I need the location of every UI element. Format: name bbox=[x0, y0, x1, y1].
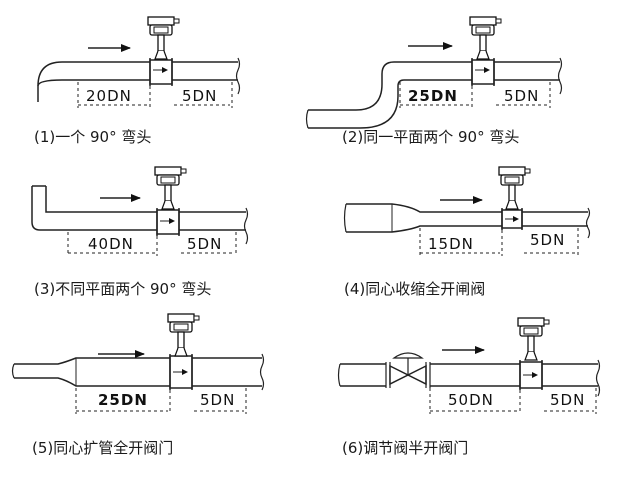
upstream-distance-label: 20DN bbox=[86, 87, 132, 105]
panel-2 bbox=[305, 16, 563, 129]
downstream-distance-label: 5DN bbox=[182, 87, 217, 105]
flowmeter-icon bbox=[498, 166, 531, 210]
caption-5: (5)同心扩管全开阀门 bbox=[32, 439, 174, 457]
flowmeter-icon bbox=[517, 317, 550, 361]
panel-5 bbox=[11, 313, 265, 414]
panel-3 bbox=[31, 166, 249, 256]
upstream-distance-label: 15DN bbox=[428, 235, 474, 253]
upstream-distance-label: 40DN bbox=[88, 235, 134, 253]
flowmeter-icon bbox=[154, 166, 187, 210]
caption-4: (4)同心收缩全开闸阀 bbox=[344, 280, 486, 298]
upstream-distance-label: 25DN bbox=[98, 391, 148, 409]
flowmeter-icon bbox=[469, 16, 502, 60]
panel-1 bbox=[37, 16, 241, 108]
downstream-distance-label: 5DN bbox=[504, 87, 539, 105]
caption-2: (2)同一平面两个 90° 弯头 bbox=[342, 128, 520, 146]
downstream-distance-label: 5DN bbox=[200, 391, 235, 409]
panel-6 bbox=[337, 317, 601, 414]
caption-3: (3)不同平面两个 90° 弯头 bbox=[34, 280, 212, 298]
panel-4 bbox=[343, 166, 591, 256]
downstream-distance-label: 5DN bbox=[530, 231, 565, 249]
upstream-distance-label: 50DN bbox=[448, 391, 494, 409]
flowmeter-icon bbox=[147, 16, 180, 60]
flowmeter-icon bbox=[167, 313, 200, 357]
caption-6: (6)调节阀半开阀门 bbox=[342, 439, 469, 457]
downstream-distance-label: 5DN bbox=[550, 391, 585, 409]
upstream-distance-label: 25DN bbox=[408, 87, 458, 105]
caption-1: (1)一个 90° 弯头 bbox=[34, 128, 152, 146]
downstream-distance-label: 5DN bbox=[187, 235, 222, 253]
